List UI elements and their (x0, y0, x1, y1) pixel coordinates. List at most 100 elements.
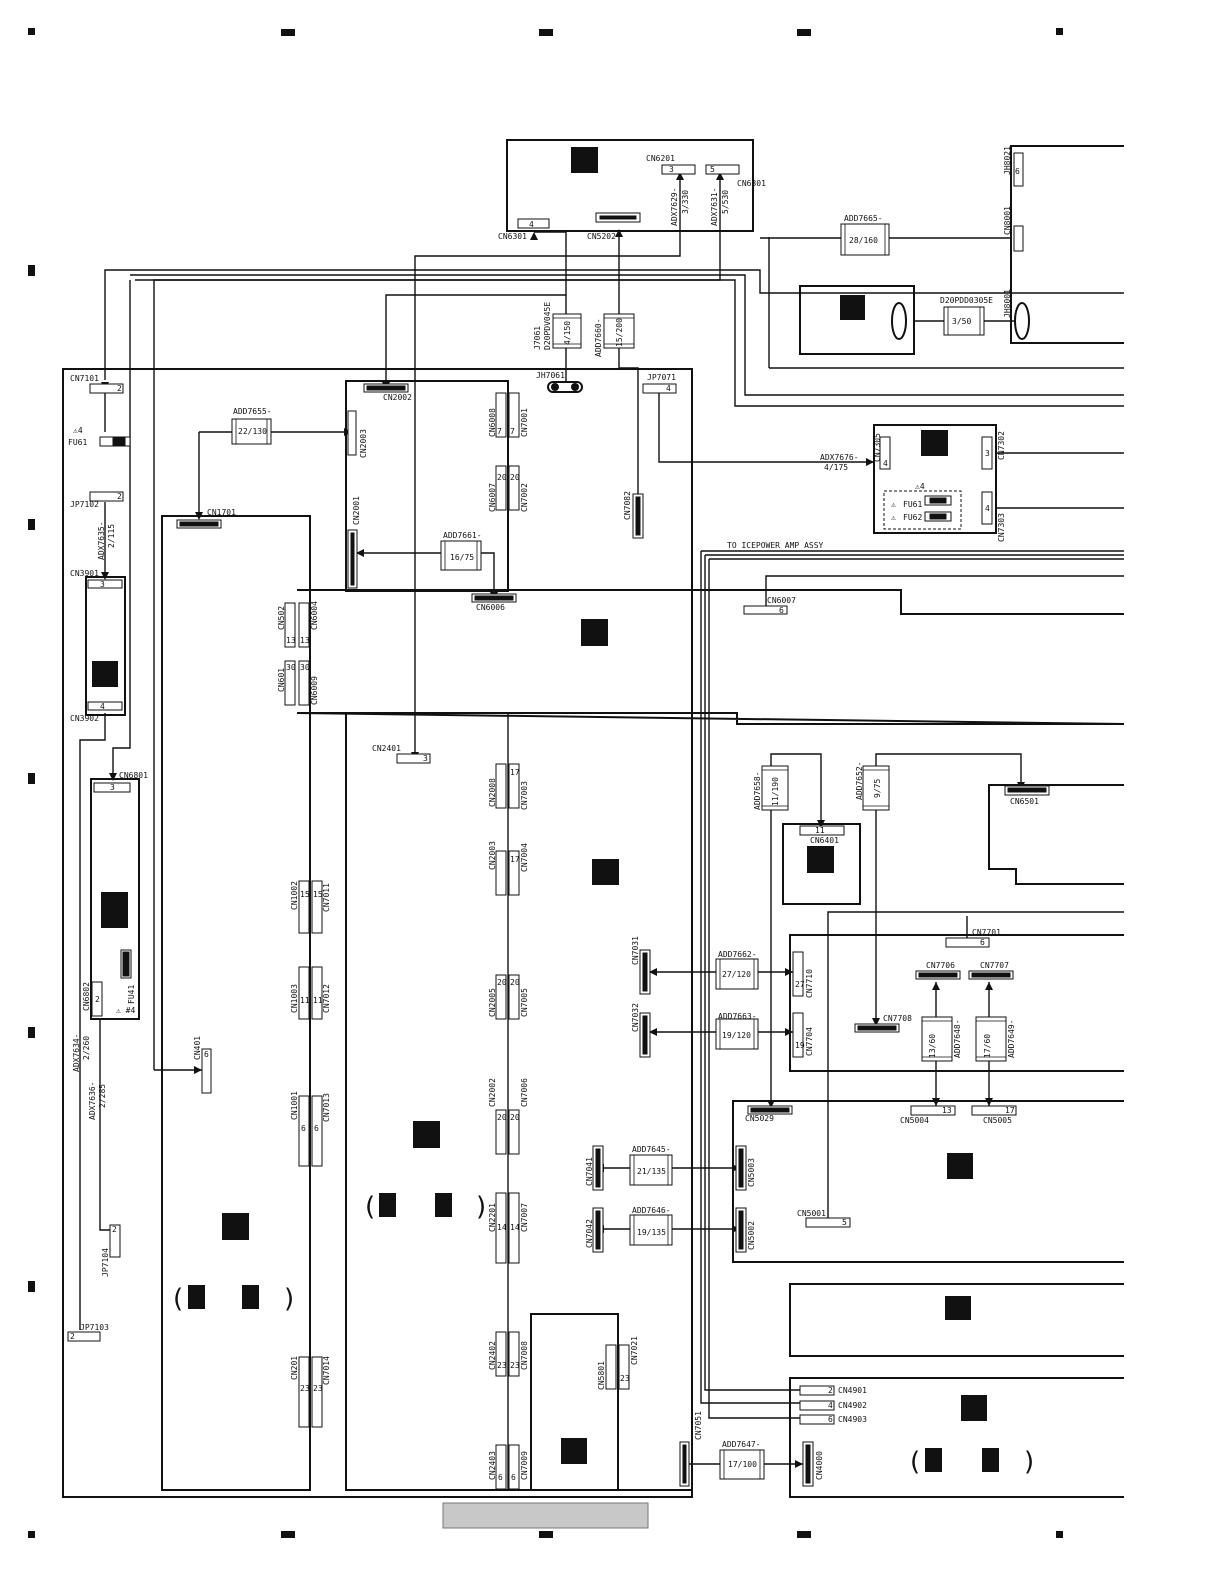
svg-text:CN201: CN201 (290, 1356, 299, 1380)
svg-text:CN7014: CN7014 (322, 1356, 331, 1385)
board-small-dark (799, 285, 915, 355)
svg-text:CN1003: CN1003 (290, 984, 299, 1013)
svg-text:7: 7 (510, 427, 515, 436)
svg-text:CN7701: CN7701 (972, 928, 1001, 937)
svg-text:13: 13 (300, 636, 310, 645)
svg-text:CN6501: CN6501 (1010, 797, 1039, 806)
svg-text:21/135: 21/135 (637, 1167, 666, 1176)
svg-text:CN5202: CN5202 (587, 232, 616, 241)
svg-text:2/115: 2/115 (107, 524, 116, 548)
svg-text:CN2401: CN2401 (372, 744, 401, 753)
svg-text:3/330: 3/330 (681, 190, 690, 214)
svg-text:2: 2 (112, 1225, 117, 1234)
svg-text:13: 13 (286, 636, 296, 645)
svg-text:20: 20 (497, 1113, 507, 1122)
svg-text:3: 3 (100, 580, 105, 589)
svg-text:3: 3 (985, 449, 990, 458)
svg-text:CN2201: CN2201 (488, 1203, 497, 1232)
svg-text:JP7102: JP7102 (70, 500, 99, 509)
svg-text:ADD7655-: ADD7655- (233, 407, 272, 416)
svg-text:ADX7635-: ADX7635- (97, 521, 106, 560)
svg-text:JH7061: JH7061 (536, 371, 565, 380)
svg-text:2/285: 2/285 (98, 1084, 107, 1108)
svg-text:ADD7662-: ADD7662- (718, 950, 757, 959)
svg-text:ADD7645-: ADD7645- (632, 1145, 671, 1154)
svg-text:CN7004: CN7004 (520, 843, 529, 872)
svg-text:3: 3 (423, 754, 428, 763)
svg-text:ADD7652-: ADD7652- (855, 761, 864, 800)
svg-text:6: 6 (1015, 167, 1020, 176)
svg-text:ADD7648-: ADD7648- (953, 1019, 962, 1058)
connector-cn6301 (705, 164, 740, 175)
svg-text:13/60: 13/60 (928, 1034, 937, 1058)
svg-text:CN7002: CN7002 (520, 483, 529, 512)
svg-text:2: 2 (117, 384, 122, 393)
svg-text:JH8001: JH8001 (1003, 289, 1012, 318)
svg-text:ADD7649-: ADD7649- (1007, 1019, 1016, 1058)
svg-text:CN5002: CN5002 (747, 1221, 756, 1250)
svg-text:17/60: 17/60 (983, 1034, 992, 1058)
svg-text:4: 4 (529, 220, 534, 229)
svg-text:CN7009: CN7009 (520, 1451, 529, 1480)
svg-text:TO ICEPOWER AMP ASSY: TO ICEPOWER AMP ASSY (727, 541, 824, 550)
svg-text:4: 4 (100, 702, 105, 711)
svg-text:⚠4: ⚠4 (915, 482, 925, 491)
labels: CN6201 3 5 CN6301 4 CN6301 CN5202 ADX762… (68, 146, 1039, 1482)
svg-text:CN1701: CN1701 (207, 508, 236, 517)
svg-text:CN7006: CN7006 (520, 1078, 529, 1107)
svg-text:JP7071: JP7071 (647, 373, 676, 382)
svg-text:FU62: FU62 (903, 513, 922, 522)
svg-text:CN7003: CN7003 (520, 781, 529, 810)
svg-text:23: 23 (497, 1361, 507, 1370)
svg-text:CN3901: CN3901 (70, 569, 99, 578)
svg-text:): ) (476, 1192, 486, 1222)
svg-text:CN7021: CN7021 (630, 1336, 639, 1365)
svg-text:CN7008: CN7008 (520, 1341, 529, 1370)
svg-text:CN3902: CN3902 (70, 714, 99, 723)
svg-text:4: 4 (666, 384, 671, 393)
svg-text:30: 30 (300, 663, 310, 672)
svg-text:6: 6 (314, 1124, 319, 1133)
svg-text:27: 27 (795, 980, 805, 989)
svg-text:(: ( (173, 1284, 183, 1314)
svg-text:CN601: CN601 (277, 668, 286, 692)
board-cn4901 (789, 1377, 1124, 1498)
svg-text:2: 2 (828, 1386, 833, 1395)
connectors (67, 152, 1050, 1490)
svg-text:CN7011: CN7011 (322, 883, 331, 912)
svg-text:CN5005: CN5005 (983, 1116, 1012, 1125)
board-jack-upper (345, 380, 509, 592)
svg-text:CN4000: CN4000 (815, 1451, 824, 1480)
svg-text:ADD7661-: ADD7661- (443, 531, 482, 540)
svg-text:ADX7636-: ADX7636- (88, 1081, 97, 1120)
board-fuse (873, 424, 997, 534)
svg-text:CN502: CN502 (277, 606, 286, 630)
svg-text:ADX7629-: ADX7629- (670, 187, 679, 226)
svg-text:ADD7646-: ADD7646- (632, 1206, 671, 1215)
svg-text:2/260: 2/260 (82, 1036, 91, 1060)
svg-text:20: 20 (497, 978, 507, 987)
connector-cn6301b (517, 218, 550, 229)
board-top-right (1010, 145, 1124, 344)
svg-text:CN7101: CN7101 (70, 374, 99, 383)
svg-text:ADX7676-: ADX7676- (820, 453, 859, 462)
svg-text:CN2003: CN2003 (488, 841, 497, 870)
svg-text:4/150: 4/150 (563, 321, 572, 345)
board-cn7701 (789, 934, 1124, 1072)
svg-text:CN6401: CN6401 (810, 836, 839, 845)
svg-text:CN6007: CN6007 (488, 483, 497, 512)
svg-text:3: 3 (110, 783, 115, 792)
svg-text:CN2008: CN2008 (488, 778, 497, 807)
svg-text:⚠4: ⚠4 (73, 426, 83, 435)
svg-text:CN6301: CN6301 (737, 179, 766, 188)
svg-text:J7061: J7061 (533, 326, 542, 350)
svg-text:14: 14 (510, 1223, 520, 1232)
svg-text:JP7103: JP7103 (80, 1323, 109, 1332)
svg-text:23: 23 (620, 1374, 630, 1383)
svg-text:CN2002: CN2002 (383, 393, 412, 402)
svg-text:ADD7663-: ADD7663- (718, 1012, 757, 1021)
board-cn6501 (988, 784, 1124, 885)
svg-text:17: 17 (510, 855, 520, 864)
board-plain (789, 1283, 1124, 1357)
svg-text:CN401: CN401 (193, 1036, 202, 1060)
